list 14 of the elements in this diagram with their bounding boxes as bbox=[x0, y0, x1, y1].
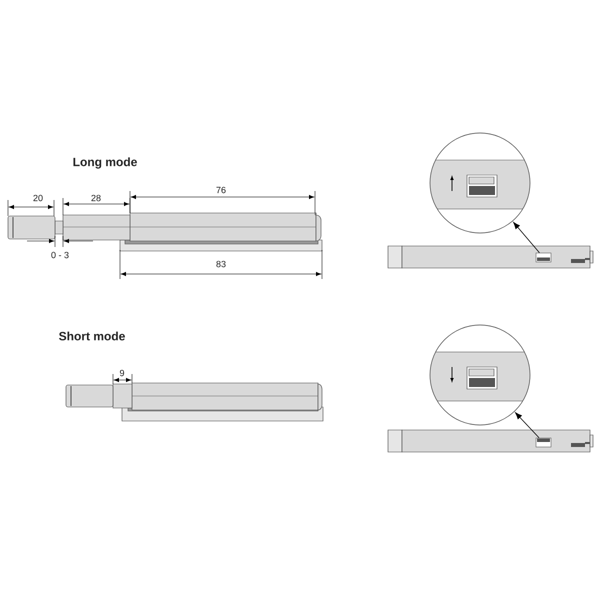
leader-arrow bbox=[515, 412, 540, 438]
magnifier-circle bbox=[430, 132, 530, 234]
magnifier-circle bbox=[430, 324, 530, 426]
switch-slot bbox=[536, 438, 552, 448]
section-heading: Short mode bbox=[59, 332, 125, 340]
dimension-value: 20 bbox=[33, 194, 43, 202]
switch-slot bbox=[536, 252, 552, 262]
dimension-value: 0 - 3 bbox=[51, 252, 69, 258]
section-heading: Long mode bbox=[73, 157, 137, 169]
dimension-value: 76 bbox=[216, 186, 226, 194]
dimension-value: 83 bbox=[216, 260, 226, 268]
leader-arrow bbox=[513, 222, 540, 254]
dimension-value: 28 bbox=[91, 194, 101, 202]
dimension-value: 9 bbox=[120, 370, 124, 376]
